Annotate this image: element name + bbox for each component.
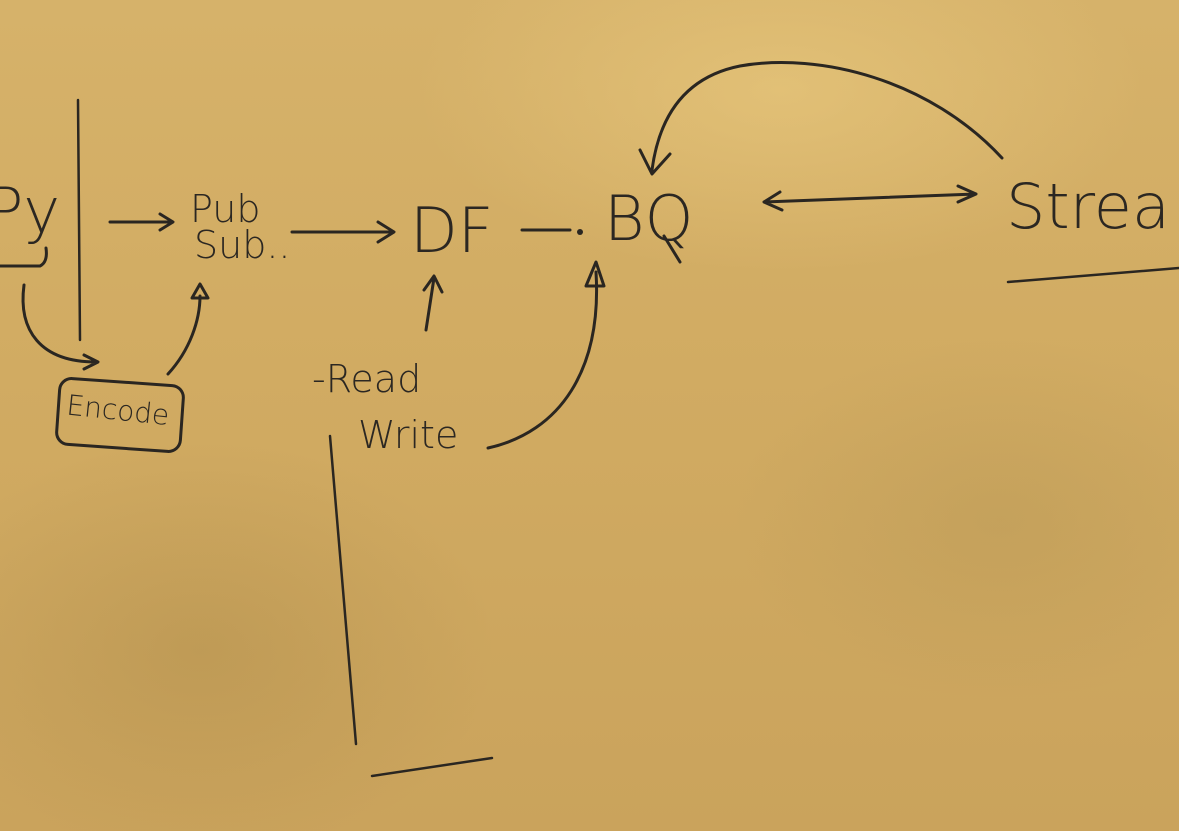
label-df: DF — [410, 194, 493, 267]
arrow-encode-pubsub-head — [190, 282, 210, 300]
arrow-write-bq — [486, 260, 606, 450]
label-pubsub-line1: Pub — [190, 187, 260, 231]
label-py: Py — [0, 174, 60, 247]
label-pubsub-line2: Sub.. — [194, 223, 290, 267]
label-encode: Encode — [65, 388, 171, 432]
label-bq: BQ — [604, 182, 693, 255]
py-underline — [0, 246, 48, 268]
arrow-pubsub-df — [290, 220, 396, 244]
vertical-line-bottom — [328, 434, 358, 746]
stream-underline — [1006, 266, 1179, 284]
bq-q-tail — [662, 234, 682, 264]
arrow-py-pubsub — [108, 212, 175, 232]
arrow-bq-stream — [762, 184, 978, 212]
arrow-read-df — [422, 274, 444, 332]
arrow-py-encode — [21, 283, 100, 371]
bottom-stroke — [370, 756, 494, 778]
encode-box — [55, 377, 185, 453]
arc-stream-to-bq — [638, 61, 1004, 176]
label-stream: Strea — [1006, 170, 1170, 243]
label-read: -Read — [312, 357, 421, 401]
label-write: Write — [358, 413, 458, 457]
left-divider-line — [76, 98, 82, 342]
arrow-df-bq-head — [577, 229, 583, 235]
arrow-encode-pubsub — [166, 294, 202, 376]
